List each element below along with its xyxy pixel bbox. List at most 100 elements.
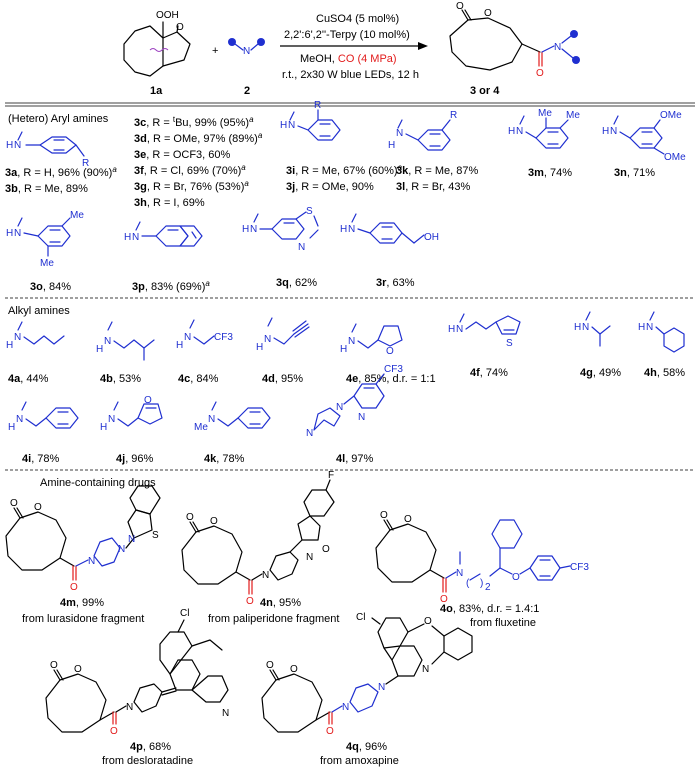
- entry-4p-source: from desloratadine: [102, 755, 193, 767]
- entry-4o: 4o, 83%, d.r. = 1.4:1: [440, 603, 539, 615]
- svg-text:N: N: [184, 332, 191, 343]
- entry-4j: 4j, 96%: [116, 453, 154, 465]
- entry-4c: 4c, 84%: [178, 373, 219, 385]
- svg-text:N: N: [14, 140, 21, 151]
- svg-text:H: H: [574, 322, 581, 333]
- structure-4f: H N S: [448, 313, 521, 349]
- section-drugs-title: Amine-containing drugs: [40, 477, 156, 489]
- lactone-carbonyl-o: O: [456, 1, 464, 12]
- svg-text:(: (: [466, 578, 470, 589]
- svg-text:N: N: [336, 402, 343, 413]
- entry-3f: 3f, R = Cl, 69% (70%)a: [134, 163, 246, 177]
- entry-3r: 3r, 63%: [376, 277, 415, 289]
- svg-text:H: H: [96, 344, 103, 355]
- amide-n: N: [554, 42, 561, 53]
- structure-3n: H N OMe OMe: [602, 110, 686, 163]
- structure-3q: H N S N: [242, 206, 319, 253]
- drug-entries-group: O O O N N N S 4m, 99% from lurasidone fr…: [5, 470, 589, 767]
- svg-text:F: F: [328, 470, 334, 481]
- entry-3o: 3o, 84%: [30, 281, 71, 293]
- structure-4l: N N N CF3: [306, 364, 403, 439]
- structure-4o: O O O N ( ) 2 O CF3: [375, 510, 589, 605]
- conditions-line-2: 2,2':6',2''-Terpy (10 mol%): [284, 29, 410, 41]
- structure-4j: H N O: [100, 395, 163, 433]
- entry-4k: 4k, 78%: [204, 453, 245, 465]
- svg-text:R: R: [450, 110, 457, 121]
- product-structure: O O O N: [449, 1, 580, 79]
- svg-text:N: N: [288, 120, 295, 131]
- svg-text:O: O: [186, 512, 194, 523]
- structure-4q: O O O N N Cl O N: [261, 612, 473, 737]
- entry-4d: 4d, 95%: [262, 373, 303, 385]
- structure-3o: H N Me Me: [6, 210, 84, 269]
- conditions-line-1: CuSO4 (5 mol%): [316, 13, 399, 25]
- svg-text:Me: Me: [194, 422, 208, 433]
- structure-4a: H N: [6, 321, 65, 351]
- entry-4o-source: from fluxetine: [470, 617, 536, 629]
- entry-4m-source: from lurasidone fragment: [22, 613, 144, 625]
- svg-text:O: O: [50, 660, 58, 671]
- entry-4b: 4b, 53%: [100, 373, 141, 385]
- svg-text:O: O: [110, 726, 118, 737]
- section-alkyl-title: Alkyl amines: [8, 305, 70, 317]
- svg-text:N: N: [208, 414, 215, 425]
- svg-text:H: H: [280, 120, 287, 131]
- svg-text:H: H: [638, 322, 645, 333]
- svg-text:N: N: [128, 534, 135, 545]
- svg-text:N: N: [348, 336, 355, 347]
- conditions-line-3: MeOH, CO (4 MPa): [300, 53, 397, 65]
- conditions-line-4: r.t., 2x30 W blue LEDs, 12 h: [282, 69, 419, 81]
- svg-text:N: N: [108, 414, 115, 425]
- svg-text:O: O: [404, 514, 412, 525]
- svg-text:O: O: [380, 510, 388, 521]
- svg-text:CF3: CF3: [214, 332, 233, 343]
- entry-3b: 3b, R = Me, 89%: [5, 183, 88, 195]
- svg-text:H: H: [6, 140, 13, 151]
- svg-text:H: H: [6, 340, 13, 351]
- svg-text:R: R: [82, 158, 89, 169]
- svg-text:2: 2: [485, 582, 491, 593]
- svg-text:N: N: [104, 336, 111, 347]
- structure-4n: O O O N N O F: [181, 470, 335, 607]
- entry-4q: 4q, 96%: [346, 741, 387, 753]
- amine-n-label: N: [243, 46, 250, 57]
- svg-text:H: H: [340, 344, 347, 355]
- structure-3i-3j: H N R: [280, 100, 341, 141]
- svg-text:N: N: [222, 708, 229, 719]
- ooh-label: OOH: [156, 10, 179, 21]
- section-aryl-title: (Hetero) Aryl amines: [8, 113, 109, 125]
- svg-text:Me: Me: [566, 110, 580, 121]
- compound-label-1a: 1a: [150, 85, 163, 97]
- amide-carbonyl-o: O: [536, 68, 544, 79]
- svg-text:N: N: [396, 128, 403, 139]
- svg-text:O: O: [266, 660, 274, 671]
- svg-text:O: O: [210, 516, 218, 527]
- svg-text:N: N: [646, 322, 653, 333]
- structure-4g: H N: [574, 311, 611, 347]
- svg-text:N: N: [250, 224, 257, 235]
- entry-3d: 3d, R = OMe, 97% (89%)a: [134, 131, 263, 145]
- svg-text:N: N: [132, 232, 139, 243]
- svg-text:OMe: OMe: [660, 110, 682, 121]
- svg-text:OH: OH: [424, 232, 439, 243]
- entry-3j: 3j, R = OMe, 90%: [286, 181, 374, 193]
- entry-3m: 3m, 74%: [528, 167, 572, 179]
- structure-3p: H N: [124, 221, 203, 247]
- structure-3a-3b: H N R: [6, 131, 89, 169]
- svg-text:R: R: [314, 100, 321, 111]
- structure-3k-3l: H N R: [388, 110, 457, 151]
- svg-text:N: N: [456, 324, 463, 335]
- svg-text:O: O: [512, 572, 520, 583]
- structure-4i: H N: [8, 401, 79, 433]
- svg-text:N: N: [298, 242, 305, 253]
- svg-text:S: S: [306, 206, 313, 217]
- svg-text:O: O: [326, 726, 334, 737]
- entry-4p: 4p, 68%: [130, 741, 171, 753]
- svg-text:O: O: [386, 346, 394, 357]
- entry-3i: 3i, R = Me, 67% (60%)a: [286, 163, 403, 177]
- svg-text:H: H: [448, 324, 455, 335]
- structure-3r: H N OH: [340, 213, 439, 244]
- structure-4b: H N: [96, 321, 155, 361]
- entry-3n: 3n, 71%: [614, 167, 655, 179]
